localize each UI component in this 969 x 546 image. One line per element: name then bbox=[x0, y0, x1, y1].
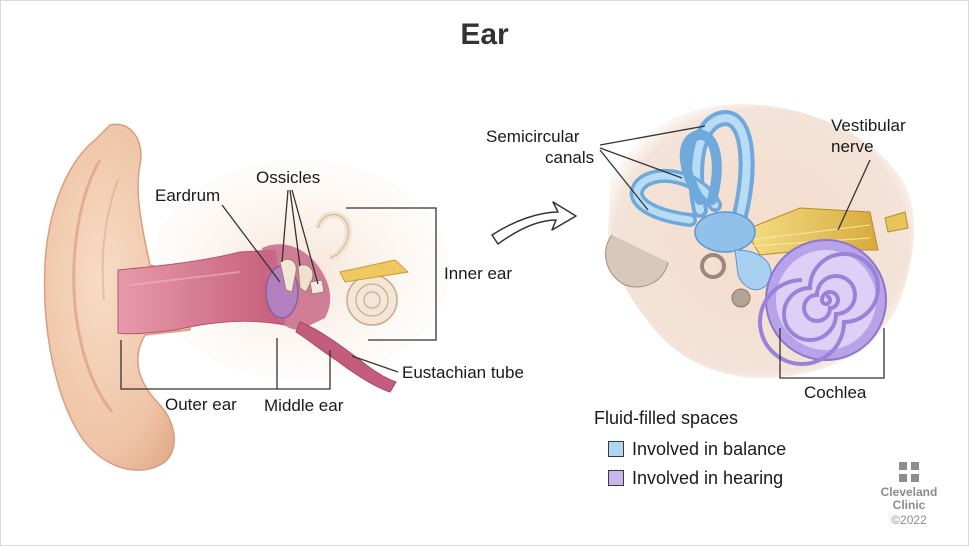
inner-ear-drawing bbox=[314, 211, 410, 326]
bracket-cochlea bbox=[779, 328, 885, 379]
semicircular-canal-lateral bbox=[679, 129, 722, 205]
leader-vestibular-nerve bbox=[837, 159, 871, 231]
logo-copyright: ©2022 bbox=[891, 513, 927, 527]
eustachian-tube-drawing bbox=[295, 321, 397, 393]
leader-eardrum bbox=[221, 204, 281, 283]
right-leader-lines bbox=[599, 125, 885, 379]
cochlea-spiral bbox=[758, 252, 880, 366]
label-semicircular-line1: Semicircular bbox=[486, 127, 580, 146]
label-eustachian-tube: Eustachian tube bbox=[402, 363, 524, 382]
cochlea-drawing bbox=[758, 239, 887, 366]
legend-label-hearing: Involved in hearing bbox=[632, 468, 784, 488]
oval-window-ring bbox=[700, 253, 726, 279]
legend-label-balance: Involved in balance bbox=[632, 439, 787, 459]
leader-eustachian-tube bbox=[351, 355, 399, 373]
canal-highlight bbox=[129, 271, 241, 286]
leader-semicircular-1 bbox=[599, 125, 706, 146]
small-canal-outline bbox=[317, 214, 349, 259]
legend-swatch-balance bbox=[608, 441, 624, 457]
leader-semicircular-2 bbox=[599, 147, 683, 179]
leader-ossicles-2 bbox=[289, 189, 301, 267]
small-nerve bbox=[339, 259, 410, 283]
ear-canal bbox=[117, 249, 286, 335]
small-cochlea-turn2 bbox=[363, 291, 381, 309]
nerve-fiber-1 bbox=[749, 224, 871, 241]
leader-ossicles-1 bbox=[281, 189, 289, 263]
ossicle-malleus bbox=[279, 258, 297, 293]
ossicle-incus bbox=[297, 264, 314, 293]
logo-line2: Clinic bbox=[892, 498, 926, 512]
bracket-inner-ear bbox=[346, 207, 437, 341]
ossicle-stapes bbox=[309, 279, 325, 295]
legend-swatch-hearing bbox=[608, 470, 624, 486]
legend-title: Fluid-filled spaces bbox=[594, 408, 739, 428]
label-inner-ear: Inner ear bbox=[444, 264, 513, 283]
pinna-fold bbox=[72, 159, 114, 413]
label-vestibular-line2: nerve bbox=[831, 137, 874, 156]
page-title: Ear bbox=[460, 18, 509, 51]
label-semicircular-line2: canals bbox=[545, 148, 595, 167]
anterior-canal-fluid bbox=[692, 113, 751, 219]
leader-semicircular-3 bbox=[599, 149, 649, 211]
label-ossicles: Ossicles bbox=[256, 168, 321, 187]
cochlea-lumen bbox=[776, 250, 876, 350]
bracket-outer-ear bbox=[120, 338, 278, 390]
label-middle-ear: Middle ear bbox=[264, 396, 344, 415]
zoom-arrow bbox=[491, 201, 577, 245]
leader-ossicles-3 bbox=[291, 189, 319, 285]
bracket-middle-ear bbox=[277, 350, 331, 390]
label-outer-ear: Outer ear bbox=[165, 395, 237, 414]
bone-edge bbox=[605, 234, 669, 288]
round-window bbox=[731, 288, 751, 308]
label-vestibular-line1: Vestibular bbox=[831, 116, 906, 135]
inner-ear-detail bbox=[605, 104, 915, 379]
pinna-inner-fold bbox=[101, 179, 119, 301]
middle-ear-drawing bbox=[262, 244, 397, 393]
nerve-fragment bbox=[884, 211, 909, 233]
clinic-logo-mark bbox=[899, 462, 919, 482]
logo-line1: Cleveland bbox=[880, 485, 938, 499]
small-cochlea bbox=[346, 274, 398, 326]
small-cochlea-turn1 bbox=[355, 283, 389, 317]
label-cochlea: Cochlea bbox=[804, 383, 867, 402]
left-leader-lines bbox=[120, 189, 437, 390]
label-eardrum: Eardrum bbox=[155, 186, 221, 205]
vestibule bbox=[694, 211, 756, 253]
